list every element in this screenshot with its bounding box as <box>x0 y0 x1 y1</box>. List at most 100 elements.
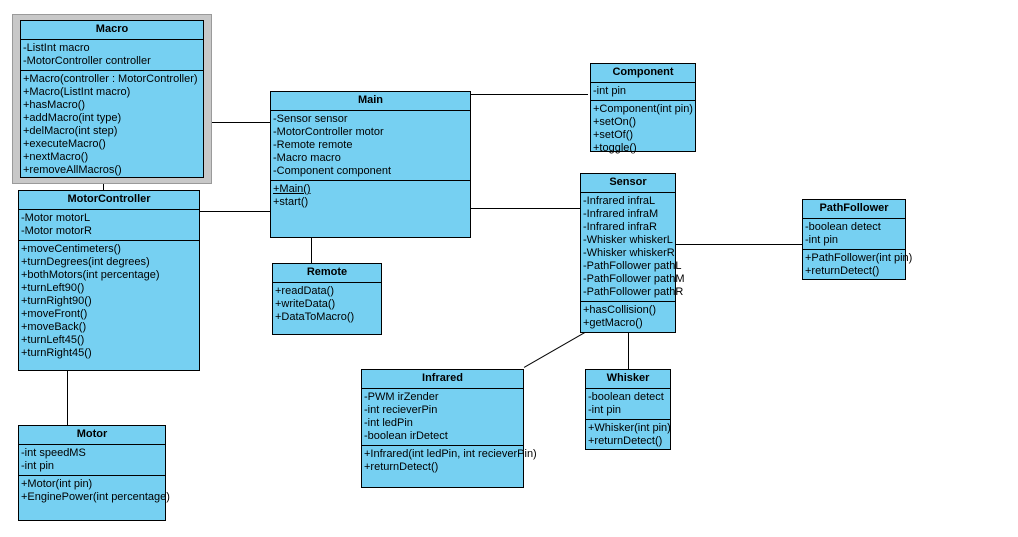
operation: +bothMotors(int percentage) <box>21 269 160 281</box>
operation: +setOf() <box>593 129 634 141</box>
operation: +turnDegrees(int degrees) <box>21 256 150 268</box>
operation: +Whisker(int pin) <box>588 422 671 434</box>
class-title-pathfollower: PathFollower <box>803 200 905 219</box>
class-box-sensor[interactable]: Sensor -Infrared infraL -Infrared infraM… <box>580 173 685 333</box>
class-box-remote[interactable]: Remote +readData() +writeData() +DataToM… <box>272 263 382 335</box>
attribute: -int pin <box>588 404 622 416</box>
attribute: -boolean detect <box>588 391 664 403</box>
attribute: -Motor motorR <box>21 225 92 237</box>
attribute: -MotorController motor <box>273 126 384 138</box>
association-motorcontroller-motor <box>67 371 68 425</box>
attribute: -Sensor sensor <box>273 113 348 125</box>
operation: +Macro(controller : MotorController) <box>23 73 198 85</box>
class-title-motorcontroller: MotorController <box>19 191 199 210</box>
operation: +Motor(int pin) <box>21 478 93 490</box>
attribute: -Infrared infraL <box>583 195 656 207</box>
class-box-component[interactable]: Component -int pin +Component(int pin) +… <box>590 63 696 154</box>
operation: +Infrared(int ledPin, int recieverPin) <box>364 448 537 460</box>
class-box-main[interactable]: Main -Sensor sensor -MotorController mot… <box>270 91 471 238</box>
class-title-infrared: Infrared <box>362 370 523 389</box>
class-attributes-sensor: -Infrared infraL -Infrared infraM -Infra… <box>581 193 685 302</box>
operation: +moveFront() <box>21 308 88 320</box>
attribute: -Remote remote <box>273 139 353 151</box>
attribute: -int ledPin <box>364 417 413 429</box>
association-main-sensor <box>471 208 581 209</box>
attribute: -Component component <box>273 165 392 177</box>
operation: +readData() <box>275 285 335 297</box>
operation: +start() <box>273 196 309 208</box>
operation: +turnLeft90() <box>21 282 85 294</box>
association-sensor-whisker <box>628 333 629 369</box>
operation: +moveCentimeters() <box>21 243 121 255</box>
attribute: -Infrared infraM <box>583 208 659 220</box>
class-box-pathfollower[interactable]: PathFollower -boolean detect -int pin +P… <box>802 199 913 280</box>
attribute: -PathFollower pathM <box>583 273 685 285</box>
operation: +returnDetect() <box>588 435 663 447</box>
operation: +turnRight90() <box>21 295 92 307</box>
class-operations-remote: +readData() +writeData() +DataToMacro() <box>273 283 381 326</box>
class-title-motor: Motor <box>19 426 165 445</box>
association-sensor-infrared <box>523 332 585 369</box>
association-macro-motorcontroller <box>103 178 104 190</box>
class-box-motorcontroller[interactable]: MotorController -Motor motorL -Motor mot… <box>18 190 200 371</box>
class-attributes-whisker: -boolean detect -int pin <box>586 389 670 420</box>
operation: +returnDetect() <box>364 461 439 473</box>
class-title-whisker: Whisker <box>586 370 670 389</box>
association-sensor-pathfollower <box>676 244 802 245</box>
attribute: -PathFollower pathL <box>583 260 682 272</box>
attribute: -int speedMS <box>21 447 86 459</box>
operation: +hasCollision() <box>583 304 657 316</box>
operation: +getMacro() <box>583 317 643 329</box>
operation: +setOn() <box>593 116 637 128</box>
operation: +removeAllMacros() <box>23 164 122 176</box>
association-macro-main <box>192 122 270 123</box>
class-box-infrared[interactable]: Infrared -PWM irZender -int recieverPin … <box>361 369 537 488</box>
class-operations-whisker: +Whisker(int pin) +returnDetect() <box>586 420 671 450</box>
class-operations-sensor: +hasCollision() +getMacro() <box>581 302 675 332</box>
attribute: -Motor motorL <box>21 212 91 224</box>
class-box-motor[interactable]: Motor -int speedMS -int pin +Motor(int p… <box>18 425 170 521</box>
operation: +writeData() <box>275 298 336 310</box>
class-attributes-motor: -int speedMS -int pin <box>19 445 165 476</box>
class-title-macro: Macro <box>21 21 203 40</box>
class-box-macro[interactable]: Macro -ListInt macro -MotorController co… <box>20 20 204 178</box>
class-attributes-pathfollower: -boolean detect -int pin <box>803 219 905 250</box>
operation: +toggle() <box>593 142 637 154</box>
class-operations-motorcontroller: +moveCentimeters() +turnDegrees(int degr… <box>19 241 199 362</box>
class-operations-component: +Component(int pin) +setOn() +setOf() +t… <box>591 101 695 157</box>
class-operations-motor: +Motor(int pin) +EnginePower(int percent… <box>19 476 170 506</box>
operation: +turnRight45() <box>21 347 92 359</box>
class-attributes-component: -int pin <box>591 83 695 101</box>
class-operations-infrared: +Infrared(int ledPin, int recieverPin) +… <box>362 446 537 476</box>
operation: +Component(int pin) <box>593 103 693 115</box>
attribute: -Whisker whiskerL <box>583 234 673 246</box>
operation: +hasMacro() <box>23 99 86 111</box>
class-title-main: Main <box>271 92 470 111</box>
class-title-remote: Remote <box>273 264 381 283</box>
operation: +delMacro(int step) <box>23 125 118 137</box>
operation: +turnLeft45() <box>21 334 85 346</box>
class-attributes-motorcontroller: -Motor motorL -Motor motorR <box>19 210 199 241</box>
class-attributes-macro: -ListInt macro -MotorController controll… <box>21 40 203 71</box>
class-operations-pathfollower: +PathFollower(int pin) +returnDetect() <box>803 250 913 280</box>
operation: +EnginePower(int percentage) <box>21 491 170 503</box>
association-motorcontroller-main <box>200 211 270 212</box>
attribute: -int recieverPin <box>364 404 438 416</box>
operation: +PathFollower(int pin) <box>805 252 913 264</box>
operation: +Macro(ListInt macro) <box>23 86 131 98</box>
attribute: -PathFollower pathR <box>583 286 684 298</box>
class-operations-macro: +Macro(controller : MotorController) +Ma… <box>21 71 203 179</box>
class-box-whisker[interactable]: Whisker -boolean detect -int pin +Whiske… <box>585 369 671 450</box>
operation-static: +Main() <box>273 183 311 195</box>
attribute: -ListInt macro <box>23 42 90 54</box>
association-main-component <box>471 94 588 95</box>
class-title-component: Component <box>591 64 695 83</box>
operation: +returnDetect() <box>805 265 880 277</box>
attribute: -Whisker whiskerR <box>583 247 675 259</box>
attribute: -int pin <box>21 460 55 472</box>
operation: +DataToMacro() <box>275 311 355 323</box>
attribute: -int pin <box>805 234 839 246</box>
attribute: -Macro macro <box>273 152 341 164</box>
operation: +moveBack() <box>21 321 87 333</box>
